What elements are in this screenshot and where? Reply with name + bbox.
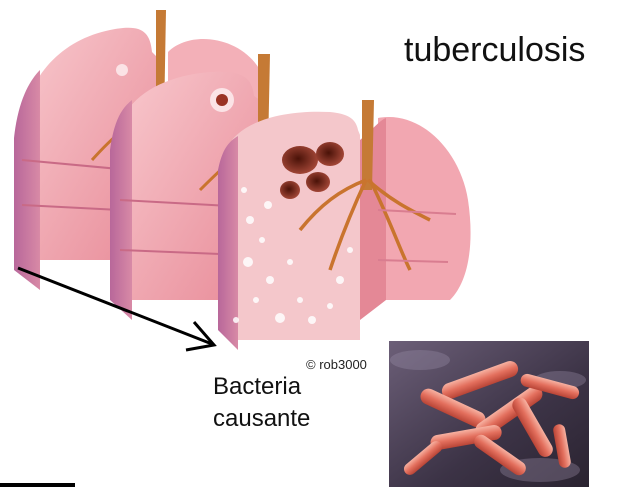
lung-slice-front [218, 100, 471, 350]
image-credit: © rob3000 [306, 357, 367, 372]
caption-line-2: causante [213, 403, 310, 435]
bacteria-image [389, 341, 589, 487]
bacteria-caption: Bacteria causante [213, 371, 310, 435]
caption-line-1: Bacteria [213, 371, 310, 403]
footer-rule [0, 483, 75, 487]
diagram-title: tuberculosis [404, 31, 585, 70]
